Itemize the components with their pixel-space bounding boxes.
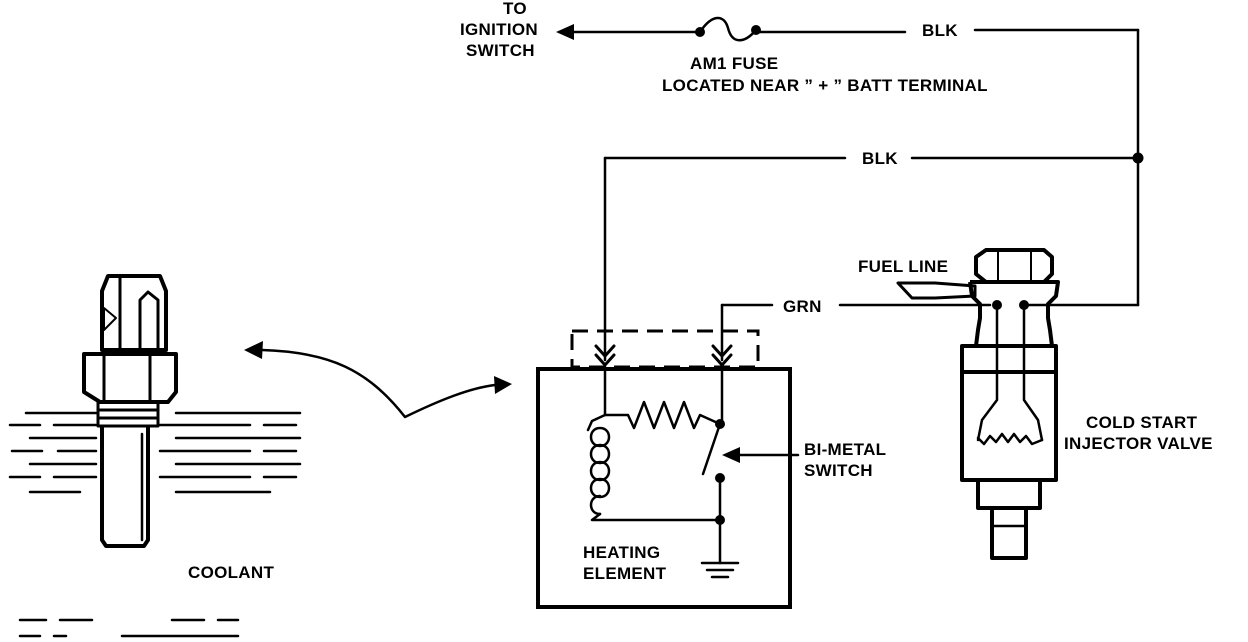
label-injector-valve: INJECTOR VALVE (1064, 434, 1213, 453)
label-bimetal-2: SWITCH (804, 461, 873, 480)
double-arrow-icon (244, 341, 512, 419)
label-blk-mid: BLK (862, 149, 898, 168)
connector-pin-chevrons-icon (594, 344, 733, 367)
heating-element-circuit (586, 365, 725, 565)
junction-dot (1132, 152, 1144, 164)
wire-blk-mid (603, 156, 1140, 362)
label-coolant: COOLANT (188, 563, 274, 582)
label-fuel-line: FUEL LINE (858, 257, 948, 276)
label-fuse-line2: LOCATED NEAR ” + ” BATT TERMINAL (662, 76, 988, 95)
label-grn: GRN (783, 297, 822, 316)
label-heating: HEATING (583, 543, 660, 562)
wire-blk-top (570, 28, 1140, 307)
label-blk-top: BLK (922, 21, 958, 40)
ground-icon (700, 561, 740, 579)
label-ignition: IGNITION (460, 20, 538, 39)
arrow-to-ignition-icon (556, 24, 574, 40)
label-cold-start: COLD START (1086, 413, 1198, 432)
label-fuse-line1: AM1 FUSE (690, 54, 778, 73)
start-injector-time-switch-box (536, 367, 792, 609)
label-switch: SWITCH (466, 41, 535, 60)
coolant-temperature-sensor (82, 274, 178, 548)
cold-start-injector-valve (896, 248, 1060, 560)
bimetal-pointer (722, 447, 800, 463)
coolant-liquid-lines (8, 411, 302, 638)
label-element: ELEMENT (583, 564, 667, 583)
label-to: TO (503, 0, 527, 18)
am1-fuse-icon (695, 16, 761, 42)
label-bimetal-1: BI-METAL (804, 440, 886, 459)
